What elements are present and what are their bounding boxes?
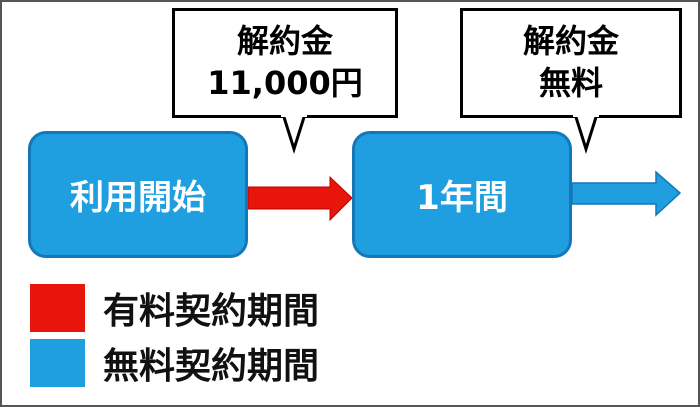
box-label: 1年間 [416, 178, 508, 218]
legend-label: 有料契約期間 [103, 291, 320, 332]
legend-swatch-blue [30, 339, 85, 387]
red-arrow [247, 175, 353, 222]
callout-tail-1 [280, 112, 308, 155]
legend-label: 無料契約期間 [103, 346, 320, 387]
callout-cancellation-fee-free: 解約金 無料 [460, 8, 682, 118]
legend-swatch-red [30, 284, 85, 332]
box-one-year: 1年間 [352, 131, 572, 258]
callout-tail-2 [572, 112, 600, 155]
legend-item-free: 無料契約期間 [30, 337, 319, 389]
callout-title: 解約金 [236, 22, 333, 61]
callout-title: 解約金 [522, 22, 619, 61]
box-start-of-use: 利用開始 [28, 131, 248, 258]
callout-value: 11,000円 [207, 64, 363, 102]
legend-item-paid: 有料契約期間 [30, 282, 319, 334]
callout-value: 無料 [538, 64, 603, 102]
box-label: 利用開始 [70, 178, 206, 218]
blue-arrow [571, 170, 682, 217]
